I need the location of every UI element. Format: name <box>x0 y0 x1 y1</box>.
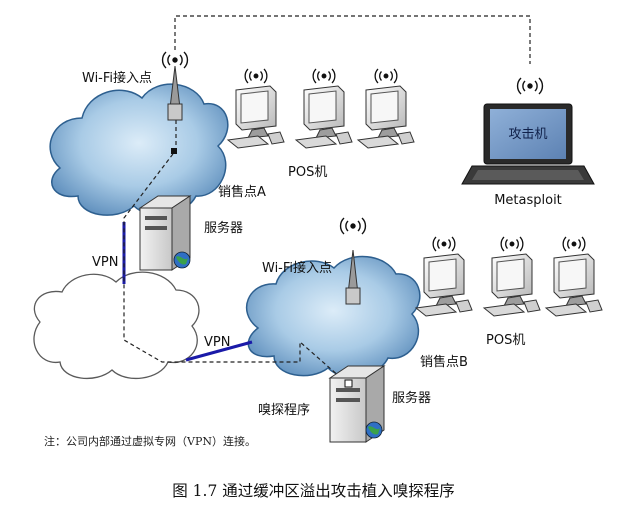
wifi-signal-icon <box>432 236 456 252</box>
wifi-label-b: Wi-Fi接入点 <box>262 260 332 276</box>
wifi-signal-icon <box>374 68 398 84</box>
sniffer-label: 嗅探程序 <box>258 403 310 418</box>
server-label-a: 服务器 <box>204 220 243 236</box>
pos-label-a: POS机 <box>288 165 327 180</box>
pos-terminal-icon <box>414 236 473 317</box>
pos-terminal-icon <box>544 236 603 317</box>
wifi-signal-icon <box>339 217 367 235</box>
wifi-signal-icon <box>516 77 544 95</box>
pos-terminal-icon <box>356 68 415 149</box>
wifi-access-point-b <box>339 217 367 305</box>
pos-terminals-b <box>414 236 603 317</box>
attacker-name-label: Metasploit <box>494 193 562 208</box>
wifi-label-a: Wi-Fi接入点 <box>82 70 152 86</box>
wifi-signal-icon <box>500 236 524 252</box>
pos-terminal-icon <box>482 236 541 317</box>
globe-icon <box>173 251 191 269</box>
pos-terminal-icon <box>294 68 353 149</box>
attack-path-lower <box>123 120 349 385</box>
access-point-node <box>171 148 177 154</box>
vpn-label-b: VPN <box>204 335 230 350</box>
attacker-screen-label: 攻击机 <box>508 127 547 142</box>
figure-caption: 图 1.7 通过缓冲区溢出攻击植入嗅探程序 <box>172 482 455 500</box>
wifi-signal-icon <box>244 68 268 84</box>
pos-terminals-a <box>226 68 415 149</box>
attacker-laptop <box>461 77 595 185</box>
store-label-b: 销售点B <box>420 354 468 370</box>
pos-label-b: POS机 <box>486 333 525 348</box>
cloud-store-b <box>246 255 421 378</box>
footnote: 注：公司内部通过虚拟专网（VPN）连接。 <box>44 435 256 448</box>
wifi-access-point-a <box>161 51 189 121</box>
vpn-link-b <box>185 340 253 362</box>
pos-terminal-icon <box>226 68 285 149</box>
wifi-signal-icon <box>312 68 336 84</box>
cloud-internet <box>33 271 200 380</box>
server-b <box>328 365 386 443</box>
cloud-store-a <box>49 83 229 216</box>
server-a <box>138 195 192 271</box>
store-label-a: 销售点A <box>218 184 266 200</box>
attack-path-top <box>174 15 531 64</box>
vpn-label-a: VPN <box>92 255 118 270</box>
globe-icon <box>365 421 383 439</box>
server-label-b: 服务器 <box>392 390 431 406</box>
wifi-signal-icon <box>562 236 586 252</box>
wifi-signal-icon <box>161 51 189 69</box>
